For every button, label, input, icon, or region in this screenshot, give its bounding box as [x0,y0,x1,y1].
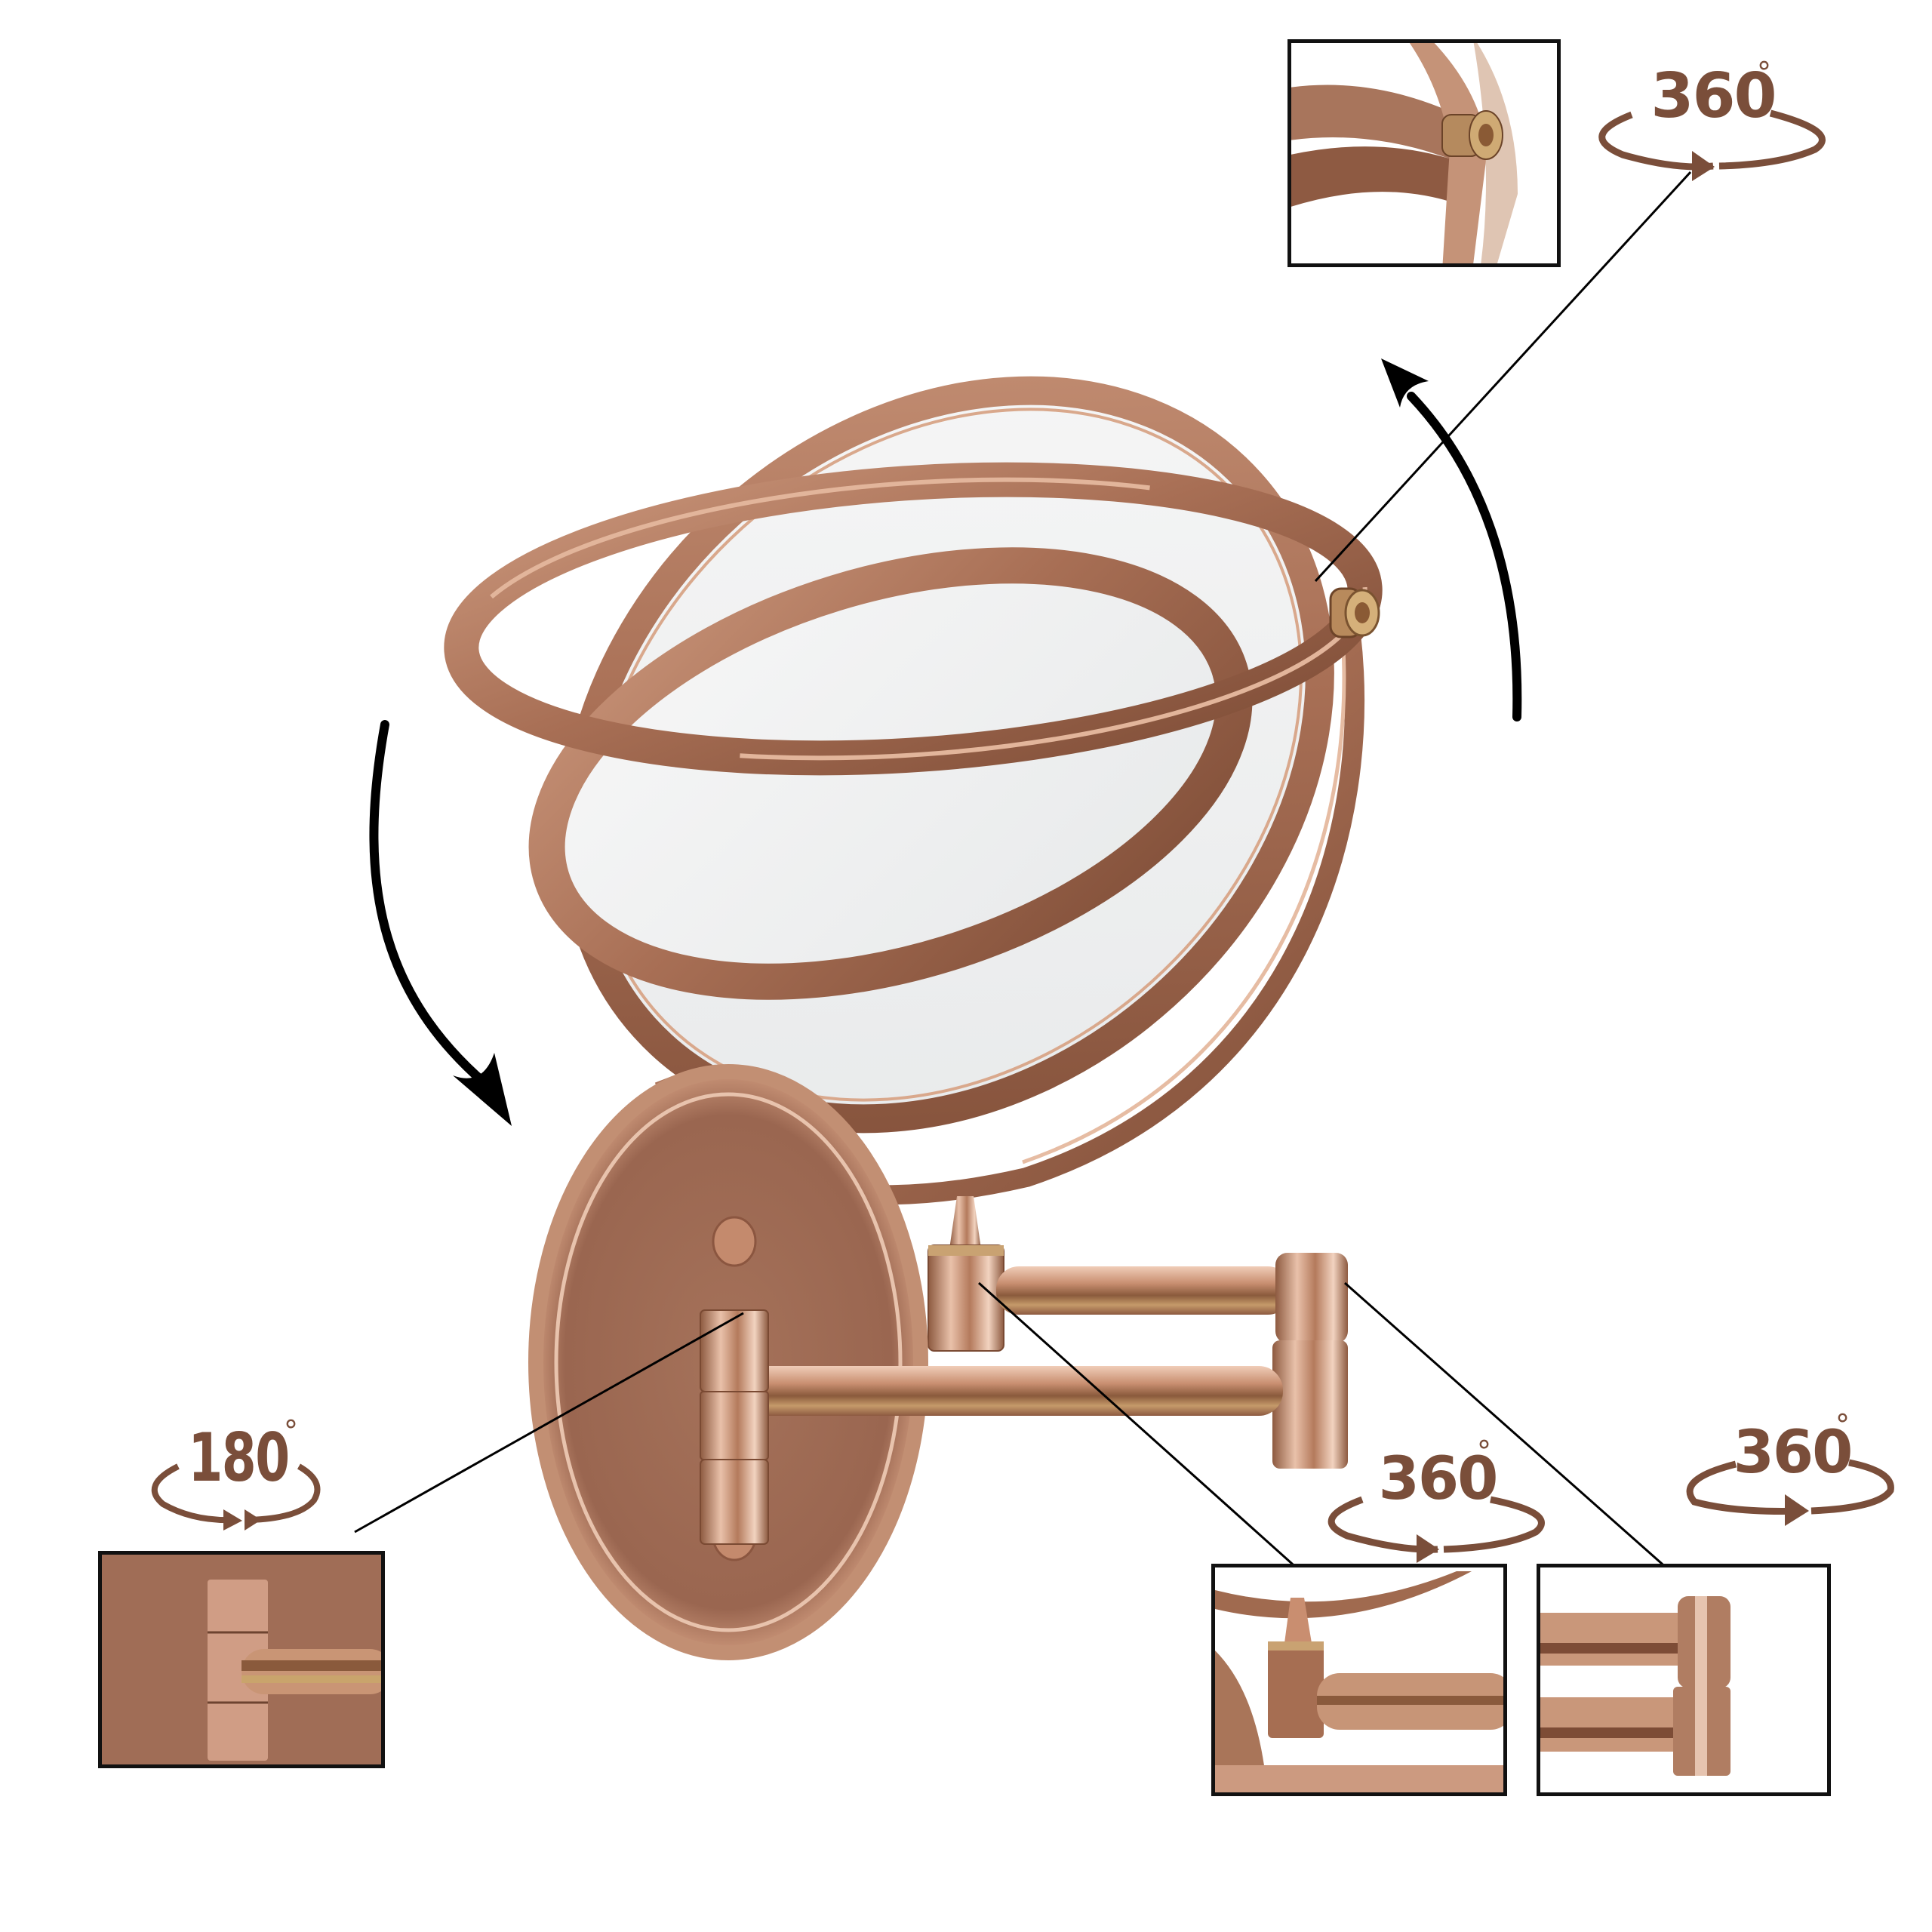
inset-knob [1287,39,1561,267]
rotation-value: 360 [1378,1445,1499,1513]
rotation-value: 360 [1651,60,1777,132]
mirror-top-ring [444,462,1383,776]
degree-symbol: ° [1835,1408,1850,1441]
degree-symbol: ° [1757,56,1771,89]
inset-hinge [98,1551,385,1768]
degree-symbol: ° [1477,1435,1491,1468]
rotation-badge-stem-joint: 360 ° [1317,1435,1558,1566]
knob-detail-image [1291,43,1557,263]
rotation-badge-elbow-joint: 360 ° [1660,1408,1902,1547]
elbow-detail-image [1540,1567,1827,1792]
wall-hinge [700,1309,769,1545]
tilt-arrow-down-icon [369,720,512,1126]
tilt-arrow-up-icon [1381,358,1522,721]
mirror-stem [928,1196,1004,1352]
rotate-180-icon [151,1463,321,1531]
hinge-detail-image [102,1555,381,1764]
swivel-knob [1329,587,1380,638]
rotation-value: 180 [188,1419,290,1497]
inset-stem [1211,1564,1507,1796]
rotate-360-icon [1686,1459,1894,1526]
rotation-badge-wall-hinge: 180 ° [148,1414,329,1538]
rotate-360-icon [1327,1496,1545,1563]
lower-arm [732,1366,1283,1416]
callout-lines [354,171,1695,1598]
rotation-value: 360 [1733,1419,1854,1487]
upper-arm [996,1266,1291,1315]
inset-elbow [1537,1564,1831,1796]
stem-detail-image [1215,1567,1503,1792]
elbow-joint [1272,1253,1348,1469]
rotate-360-icon [1598,109,1826,181]
degree-symbol: ° [284,1414,298,1447]
rotation-badge-mirror-pivot: 360 ° [1592,56,1834,189]
